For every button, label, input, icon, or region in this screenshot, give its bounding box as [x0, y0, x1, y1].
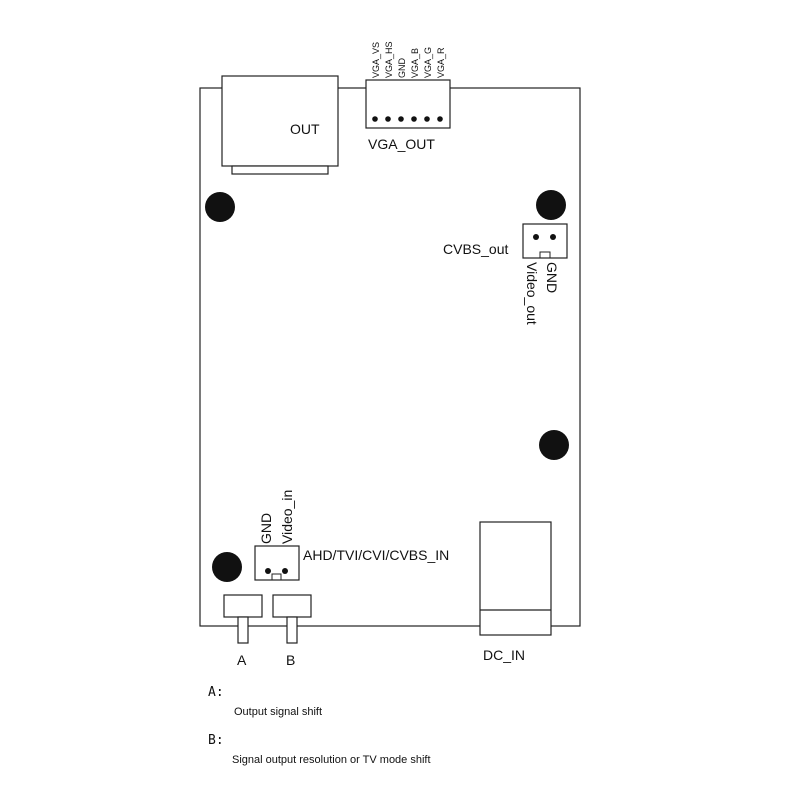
vga-pin-label-r: VGA_R — [436, 47, 446, 78]
vga-header — [365, 79, 451, 129]
vga-pin-label-hs: VGA_HS — [384, 41, 394, 78]
cvbs-pin-label-gnd: GND — [544, 262, 560, 293]
button-a — [223, 594, 263, 644]
vga-pin — [437, 116, 443, 122]
vga-pin — [385, 116, 391, 122]
button-b-label: B — [286, 652, 295, 668]
vga-pin — [424, 116, 430, 122]
mounting-hole — [205, 192, 235, 222]
out-connector — [221, 75, 339, 175]
cvbs-pin-label-video-out: Video_out — [524, 262, 540, 325]
cvbs-out-connector — [522, 223, 568, 259]
dc-jack — [479, 521, 552, 636]
video-in-connector — [254, 545, 300, 581]
vga-out-label: VGA_OUT — [368, 136, 435, 152]
note-b-key: B: — [208, 733, 224, 748]
button-b — [272, 594, 312, 644]
vga-pin — [398, 116, 404, 122]
vga-pin — [411, 116, 417, 122]
note-a-key: A: — [208, 685, 224, 700]
mounting-hole — [539, 430, 569, 460]
vga-pin-label-gnd: GND — [397, 58, 407, 79]
note-b-text: Signal output resolution or TV mode shif… — [232, 754, 431, 766]
dc-in-label: DC_IN — [483, 647, 525, 663]
input-pin-label-video-in: Video_in — [279, 490, 295, 544]
cvbs-out-label: CVBS_out — [443, 241, 508, 257]
mounting-hole — [212, 552, 242, 582]
vga-pin — [372, 116, 378, 122]
vga-pin-label-vs: VGA_VS — [371, 42, 381, 78]
vga-pin-label-b: VGA_B — [410, 48, 420, 78]
out-label: OUT — [290, 121, 320, 137]
video-in-label: AHD/TVI/CVI/CVBS_IN — [303, 547, 449, 563]
button-a-label: A — [237, 652, 247, 668]
mounting-hole — [536, 190, 566, 220]
input-pin-label-gnd: GND — [258, 513, 274, 544]
note-a-text: Output signal shift — [234, 706, 323, 718]
vga-pin-label-g: VGA_G — [423, 47, 433, 78]
